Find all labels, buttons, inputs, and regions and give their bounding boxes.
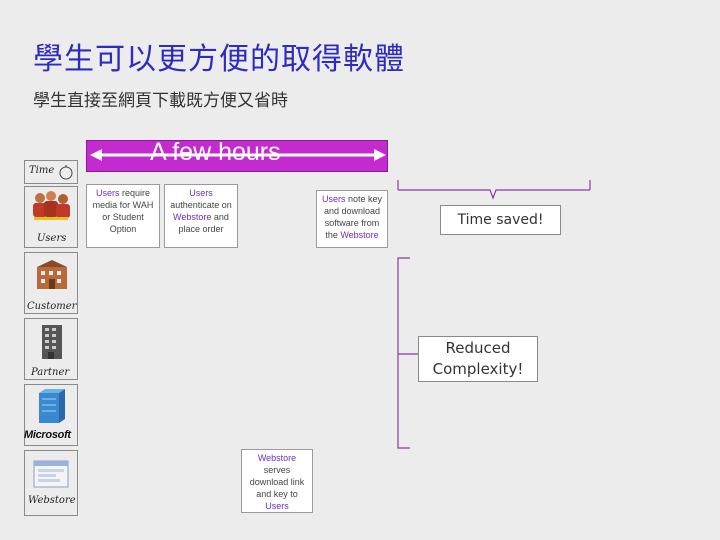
step-require-media: Users require media for WAH or Student O… [86, 184, 160, 248]
lane-time: Time [24, 160, 78, 184]
step-serve-link: Webstore serves download link and key to… [241, 449, 313, 513]
reduced-complexity-line-1: Reduced [445, 339, 511, 357]
lane-users: Users [24, 186, 78, 248]
lane-microsoft: Microsoft [24, 384, 78, 446]
duration-label: A few hours [150, 138, 281, 166]
step-3-highlight: Users [321, 194, 346, 204]
step-4-highlight: Webstore [257, 453, 297, 463]
lane-time-label: Time [29, 165, 55, 176]
step-2-text: authenticate on [170, 200, 232, 210]
step-3-text: note key and download software from the [323, 194, 383, 240]
step-4-text: serves download link and key to [249, 465, 305, 499]
page-subtitle: 學生直接至網頁下載既方便又省時 [33, 91, 288, 111]
server-icon [39, 389, 65, 423]
step-3-highlight-2: Webstore [340, 230, 379, 240]
lane-customer: Customer [24, 252, 78, 314]
step-2-highlight-2: Webstore [173, 212, 212, 222]
office-building-icon [42, 325, 62, 359]
step-4-highlight-2: Users [265, 501, 289, 511]
step-1-text: require media for WAH or Student Option [92, 188, 154, 234]
step-authenticate: Users authenticate on Webstore and place… [164, 184, 238, 248]
duration-arrow [90, 149, 386, 161]
microsoft-logo: Microsoft [24, 429, 71, 441]
step-2-text-2: and place order [178, 212, 229, 234]
step-download: Users note key and download software fro… [316, 190, 388, 248]
lane-users-label: Users [37, 233, 67, 244]
lane-webstore: Webstore [24, 450, 78, 516]
lane-customer-label: Customer [27, 301, 77, 312]
time-axis [397, 180, 591, 200]
building-icon [37, 260, 67, 289]
lane-webstore-label: Webstore [28, 495, 76, 506]
complexity-bracket [397, 257, 418, 449]
lane-partner: Partner [24, 318, 78, 380]
time-saved-text: Time saved! [457, 212, 544, 228]
clock-icon [59, 165, 73, 180]
webstore-window-icon [33, 460, 69, 488]
page-title: 學生可以更方便的取得軟體 [33, 42, 405, 77]
step-1-highlight: Users [95, 188, 120, 198]
step-2-highlight: Users [189, 188, 213, 198]
time-saved-callout: Time saved! [440, 205, 561, 235]
reduced-complexity-callout: Reduced Complexity! [418, 336, 538, 382]
users-icon [33, 191, 70, 220]
lane-partner-label: Partner [31, 367, 70, 378]
reduced-complexity-line-2: Complexity! [432, 360, 524, 378]
